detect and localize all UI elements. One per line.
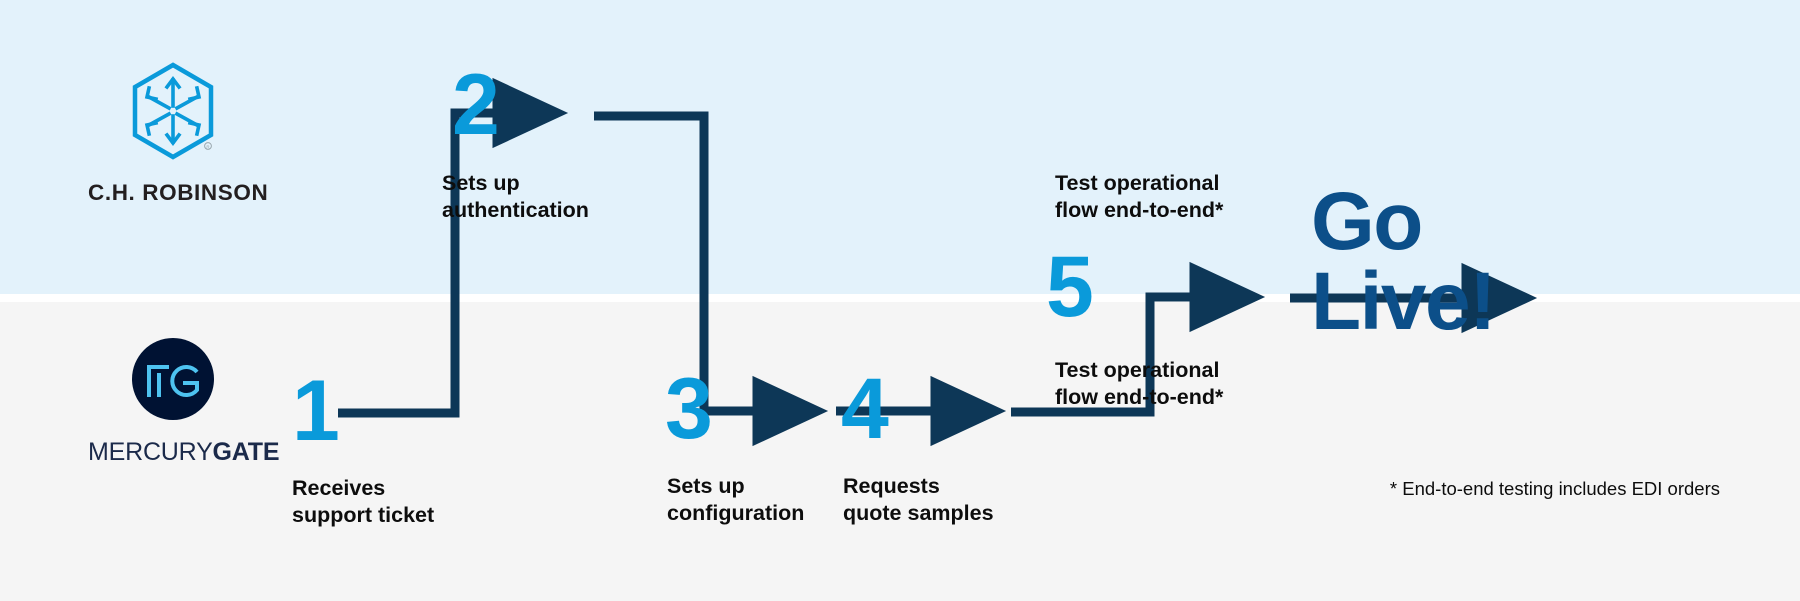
go-live-text: Go Live! (1311, 176, 1496, 348)
step-number-1: 1 (292, 363, 340, 459)
footnote-text: * End-to-end testing includes EDI orders (1389, 478, 1720, 499)
logo-ch-robinson: R C.H. ROBINSON (88, 62, 269, 206)
step-number-5: 5 (1046, 239, 1094, 335)
step-label-5-top: Test operational flow end-to-end* (1055, 171, 1224, 222)
lane-band-bottom (0, 302, 1800, 601)
logo-mercurygate-wordmark-light: MERCURY (88, 438, 213, 466)
step-number-4: 4 (841, 361, 889, 457)
connector-2-to-3 (594, 111, 829, 447)
step-label-5-bottom: Test operational flow end-to-end* (1055, 358, 1224, 409)
logo-mercurygate-wordmark: MERCURYGATE (88, 438, 280, 467)
step-label-3: Sets up configuration (667, 474, 805, 525)
step-label-2: Sets up authentication (442, 171, 589, 222)
step-number-3: 3 (665, 361, 713, 457)
hexagon-arrows-icon: R (132, 62, 214, 160)
step-number-2: 2 (452, 57, 500, 153)
step-label-1: Receives support ticket (292, 476, 435, 527)
svg-text:R: R (206, 144, 209, 149)
connector-4-to-5 (1011, 261, 1266, 417)
step-label-4: Requests quote samples (843, 474, 994, 525)
mg-monogram-icon (147, 365, 199, 397)
lane-band-top (0, 0, 1800, 294)
logo-mercurygate-wordmark-bold: GATE (212, 438, 280, 466)
connector-1-to-2 (338, 77, 569, 418)
logo-mercurygate-badge (132, 338, 214, 420)
logo-ch-robinson-wordmark: C.H. ROBINSON (88, 180, 269, 205)
logo-mercurygate: MERCURYGATE (88, 338, 280, 467)
lane-band-divider (0, 294, 1800, 302)
